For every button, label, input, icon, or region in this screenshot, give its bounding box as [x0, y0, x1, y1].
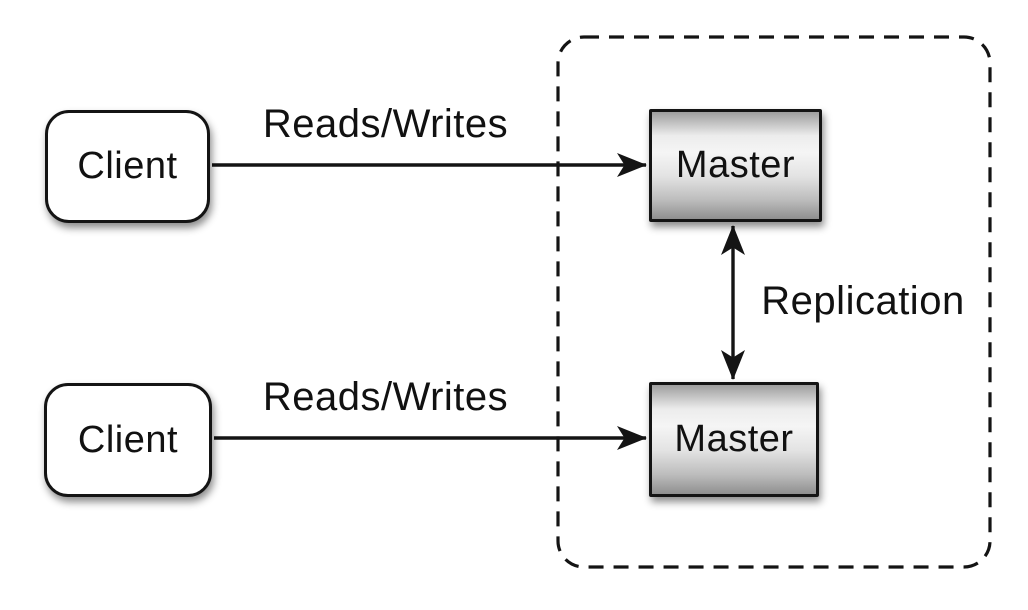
- master-node-top-label: Master: [675, 144, 796, 186]
- master-node-top: Master: [649, 109, 822, 222]
- replication-label: Replication: [761, 279, 965, 323]
- client-node-bottom: Client: [44, 383, 212, 497]
- reads-writes-label-top: Reads/Writes: [262, 102, 509, 146]
- client-node-bottom-label: Client: [77, 418, 179, 461]
- master-node-bottom-label: Master: [674, 418, 794, 460]
- replication-group-boundary: [554, 33, 994, 571]
- dashed-border-shape: [556, 35, 992, 569]
- client-node-top-label: Client: [77, 145, 178, 187]
- reads-writes-label-bottom: Reads/Writes: [262, 375, 509, 419]
- master-node-bottom: Master: [649, 382, 819, 497]
- client-node-top: Client: [45, 110, 210, 223]
